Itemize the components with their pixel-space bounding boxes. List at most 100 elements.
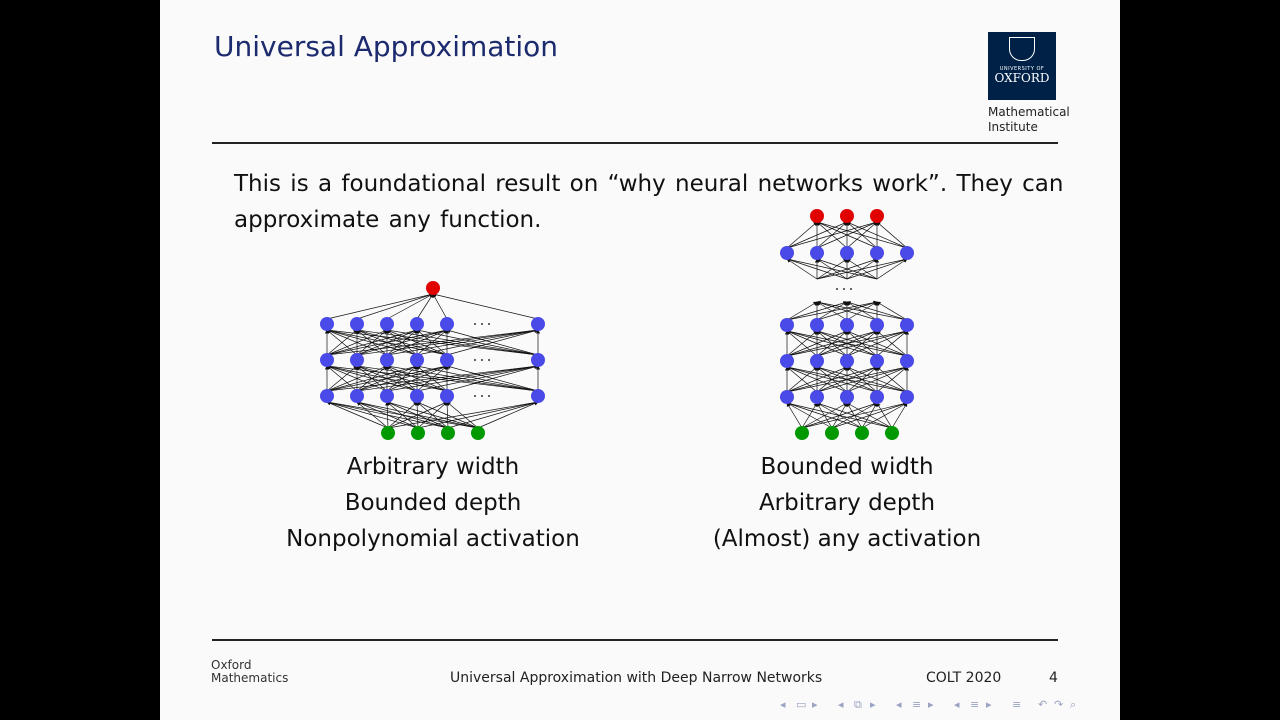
output-node — [840, 209, 854, 223]
edge-arrow — [326, 328, 448, 356]
hidden-node — [870, 354, 884, 368]
ellipsis-dot — [836, 288, 838, 290]
edge-arrow — [786, 221, 818, 249]
edge-arrow — [786, 402, 863, 429]
search-icon[interactable]: ⌕ — [1070, 698, 1077, 711]
edge-arrow — [816, 301, 848, 321]
section-next-icon[interactable]: ▸ — [928, 698, 934, 711]
edge-arrow — [416, 364, 539, 392]
ellipsis-dot — [843, 288, 845, 290]
hidden-node — [531, 389, 545, 403]
edge-arrow — [386, 365, 448, 392]
section-icon[interactable]: ≡ — [912, 698, 922, 711]
edge-arrow — [356, 400, 479, 429]
right-diagram-caption: Bounded width Arbitrary depth (Almost) a… — [677, 449, 1017, 557]
wide-shallow-network-diagram — [320, 281, 545, 440]
hidden-node — [810, 390, 824, 404]
section-next-icon[interactable]: ▸ — [986, 698, 992, 711]
edge-arrow — [786, 301, 818, 321]
edge-arrow — [846, 402, 893, 429]
edge-arrow — [326, 328, 418, 356]
hidden-node — [440, 317, 454, 331]
edge-arrow — [416, 401, 479, 429]
hidden-node — [531, 317, 545, 331]
caption-line: Bounded depth — [344, 490, 522, 516]
footer-institution-line-2: Mathematics — [211, 671, 289, 685]
ellipsis-dot — [474, 359, 476, 361]
edge-arrow — [816, 258, 878, 280]
edge-arrow — [416, 293, 434, 320]
section-prev-icon[interactable]: ◂ — [896, 698, 902, 711]
edge-arrow — [786, 329, 878, 357]
hidden-node — [320, 353, 334, 367]
toc-icon[interactable]: ≡ — [1012, 698, 1022, 711]
undo-icon[interactable]: ↶ — [1038, 698, 1048, 711]
section-icon[interactable]: ≡ — [970, 698, 980, 711]
input-node — [795, 426, 809, 440]
ellipsis-dot — [481, 359, 483, 361]
ellipsis-dot — [474, 395, 476, 397]
hidden-node — [780, 390, 794, 404]
input-node — [855, 426, 869, 440]
frame-icon[interactable]: ▭ — [796, 698, 807, 711]
section-prev-icon[interactable]: ◂ — [954, 698, 960, 711]
hidden-node — [870, 246, 884, 260]
frame-next-icon[interactable]: ▸ — [812, 698, 818, 711]
input-node — [885, 426, 899, 440]
input-node — [825, 426, 839, 440]
edge-arrow — [326, 329, 358, 356]
edge-arrow — [816, 300, 878, 321]
subsection-prev-icon[interactable]: ◂ — [838, 698, 844, 711]
edge-arrow — [846, 366, 908, 393]
caption-line: Arbitrary width — [346, 454, 520, 480]
edge-arrow — [786, 258, 818, 280]
subsection-icon[interactable]: ⧉ — [854, 698, 862, 711]
footer-institution-line-1: Oxford — [211, 658, 252, 672]
ellipsis-dot — [850, 288, 852, 290]
edge-arrow — [786, 330, 818, 357]
redo-icon[interactable]: ↷ — [1054, 698, 1064, 711]
edge-arrow — [416, 328, 539, 356]
edge-arrow — [326, 292, 434, 320]
hidden-node — [350, 389, 364, 403]
institute-line-1: Mathematical — [988, 105, 1070, 119]
edge-arrow — [786, 258, 848, 280]
edge-arrow — [891, 402, 908, 429]
caption-line: (Almost) any activation — [712, 526, 982, 552]
hidden-node — [531, 353, 545, 367]
hidden-node — [810, 354, 824, 368]
edge-arrow — [326, 365, 358, 392]
hidden-node — [870, 318, 884, 332]
input-node — [411, 426, 425, 440]
logo-big-text: OXFORD — [994, 71, 1050, 85]
output-node — [870, 209, 884, 223]
page-number: 4 — [1049, 670, 1058, 686]
edge-arrow — [816, 300, 908, 321]
edge-arrow — [356, 328, 448, 356]
edge-arrow — [876, 366, 908, 393]
edge-arrow — [876, 402, 893, 429]
subsection-next-icon[interactable]: ▸ — [870, 698, 876, 711]
crest-icon — [1009, 37, 1035, 61]
frame-prev-icon[interactable]: ◂ — [780, 698, 786, 711]
left-diagram-caption: Arbitrary width Bounded depth Nonpolynom… — [263, 449, 603, 557]
edge-arrow — [786, 365, 908, 393]
edge-arrow — [326, 401, 389, 429]
edge-arrow — [446, 401, 479, 429]
edge-arrow — [786, 365, 878, 393]
ellipsis-dot — [488, 323, 490, 325]
edge-arrow — [786, 330, 848, 357]
edge-arrow — [816, 221, 848, 249]
institute-line-2: Institute — [988, 120, 1038, 134]
hidden-node — [810, 318, 824, 332]
hidden-node — [410, 389, 424, 403]
footer-conference: COLT 2020 — [926, 670, 1002, 686]
hidden-node — [900, 318, 914, 332]
hidden-node — [320, 389, 334, 403]
edge-arrow — [786, 257, 878, 280]
hidden-node — [900, 354, 914, 368]
ellipsis-dot — [488, 359, 490, 361]
hidden-node — [350, 317, 364, 331]
caption-line: Nonpolynomial activation — [286, 526, 580, 552]
deep-narrow-network-diagram — [780, 209, 914, 440]
